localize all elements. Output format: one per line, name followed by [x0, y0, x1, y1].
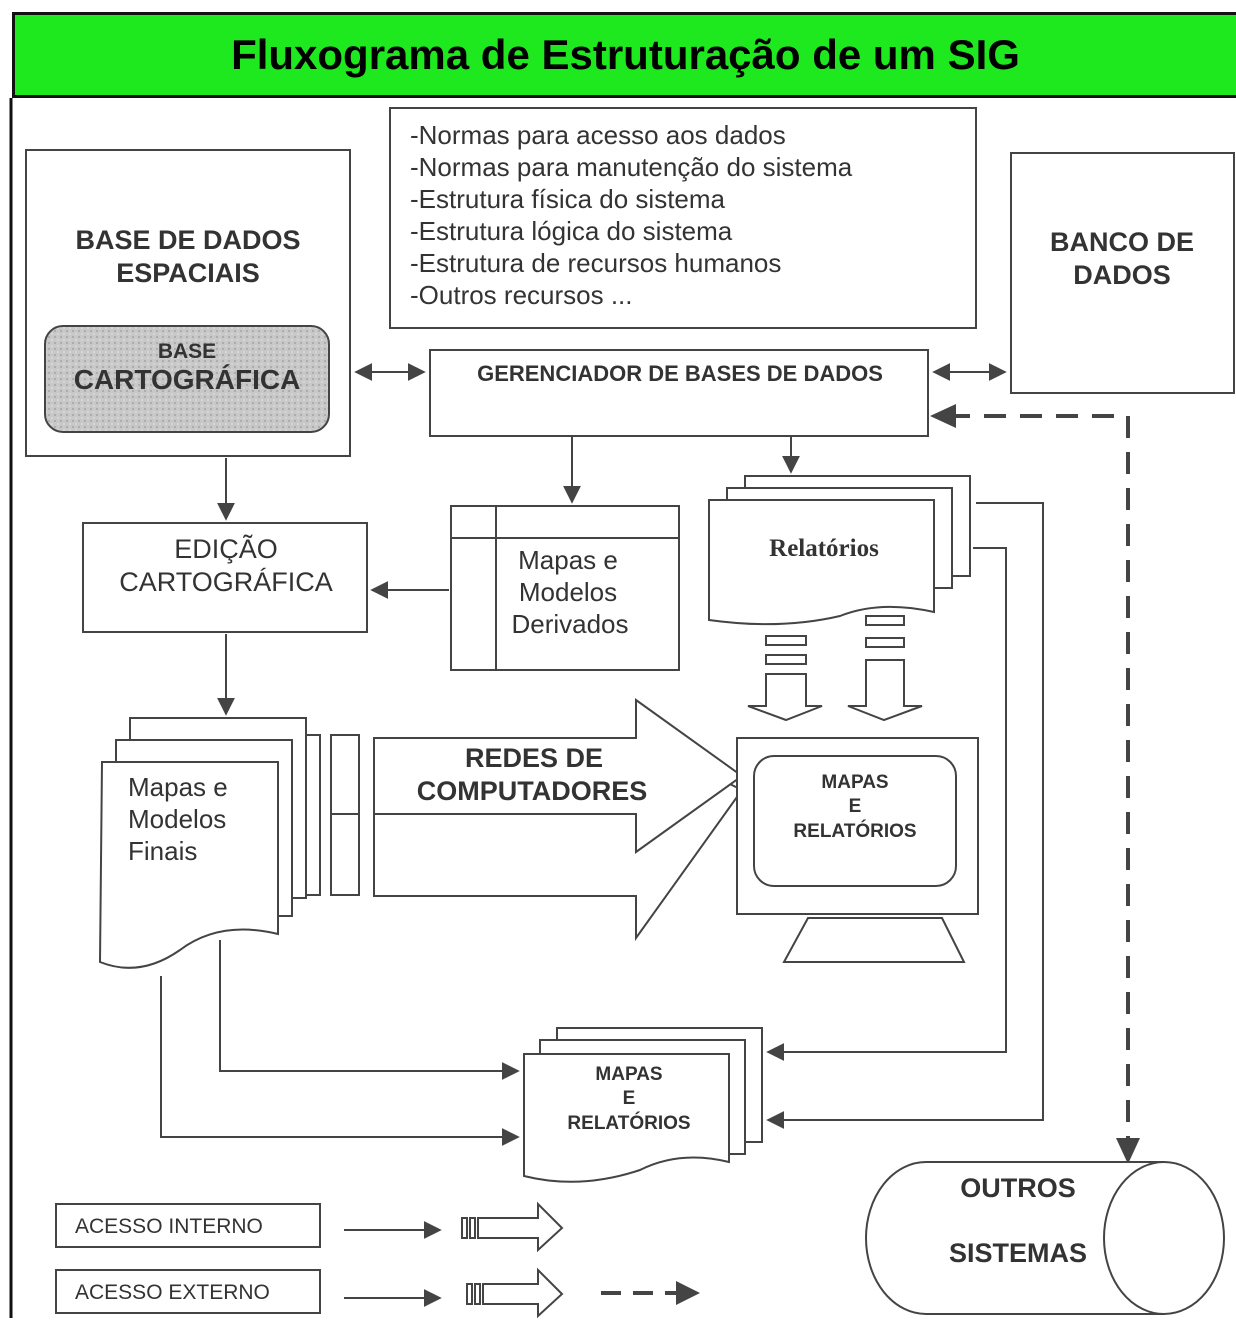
base-espaciais-label: BASE DE DADOS — [75, 225, 300, 255]
dashed-arrowhead-gerenciador — [930, 404, 956, 428]
mapas-relatorios-output-document: MAPAS E RELATÓRIOS — [523, 1027, 763, 1183]
finais-label: Finais — [128, 836, 197, 866]
edicao-label: CARTOGRÁFICA — [119, 567, 333, 597]
norm-line: -Outros recursos ... — [410, 280, 633, 310]
computer-monitor: MAPAS E RELATÓRIOS — [736, 737, 979, 963]
legend-interno-hollow-arrow — [461, 1201, 564, 1253]
norm-line: -Estrutura de recursos humanos — [410, 248, 781, 278]
norm-line: -Estrutura física do sistema — [410, 184, 726, 214]
monitor-label: MAPAS — [821, 772, 888, 793]
banco-dados-label: BANCO DE — [1050, 227, 1194, 257]
monitor-label: RELATÓRIOS — [793, 820, 916, 842]
base-dados-espaciais-box: BASE DE DADOS ESPACIAIS BASE CARTOGRÁFIC… — [25, 149, 351, 457]
outros-sistemas-cylinder: OUTROS SISTEMAS — [865, 1161, 1225, 1315]
finais-label: Mapas e — [128, 772, 228, 802]
page-title: Fluxograma de Estruturação de um SIG — [231, 31, 1020, 78]
mapas-derivados-box: Mapas e Modelos Derivados — [450, 505, 680, 671]
norm-line: -Normas para manutenção do sistema — [410, 152, 853, 182]
redes-label: COMPUTADORES — [417, 776, 648, 806]
monitor-label: E — [849, 796, 862, 817]
base-cartografica-label: BASE — [158, 340, 216, 363]
legend-interno-label: ACESSO INTERNO — [75, 1215, 263, 1238]
edicao-cartografica-box: EDIÇÃO CARTOGRÁFICA — [82, 522, 368, 633]
finais-to-output-arrow-2 — [160, 976, 520, 1146]
outros-sistemas-label: OUTROS — [960, 1173, 1076, 1203]
derivados-label: Derivados — [511, 609, 628, 639]
gerenciador-label: GERENCIADOR DE BASES DE DADOS — [477, 361, 883, 386]
legend-externo-box — [55, 1269, 321, 1314]
banco-dados-box: BANCO DE DADOS — [1010, 152, 1235, 394]
dashed-arrowhead-outros — [1116, 1138, 1140, 1164]
relatorios-document: Relatórios — [708, 475, 971, 626]
relatorios-label: Relatórios — [769, 535, 879, 562]
relatorios-hollow-arrow — [747, 635, 823, 722]
legend: ACESSO INTERNO ACESSO EXTERNO — [55, 1201, 700, 1319]
derivados-label: Modelos — [519, 577, 617, 607]
output-label: E — [623, 1088, 636, 1109]
finais-label: Modelos — [128, 804, 226, 834]
relatorios-to-output-arrow-2 — [766, 502, 1044, 1129]
norm-line: -Normas para acesso aos dados — [410, 120, 786, 150]
legend-dashed-arrowhead — [676, 1281, 700, 1305]
mapas-finais-document: Mapas e Modelos Finais — [98, 717, 360, 969]
relatorios-to-output-arrow — [766, 547, 1007, 1061]
finais-to-output-arrow — [219, 940, 520, 1080]
legend-externo-label: ACESSO EXTERNO — [75, 1281, 270, 1304]
legend-externo-hollow-arrow — [466, 1267, 564, 1319]
gerenciador-box: GERENCIADOR DE BASES DE DADOS — [429, 349, 929, 437]
redes-label: REDES DE — [465, 743, 603, 773]
derivados-label: Mapas e — [518, 545, 618, 575]
norm-line: -Estrutura lógica do sistema — [410, 216, 733, 246]
external-access-dashed-line — [936, 414, 1130, 1158]
norms-box: -Normas para acesso aos dados -Normas pa… — [389, 107, 977, 329]
title-banner: Fluxograma de Estruturação de um SIG — [12, 12, 1236, 98]
base-cartografica-label: CARTOGRÁFICA — [74, 364, 301, 395]
legend-interno-box — [55, 1203, 321, 1248]
outros-sistemas-label: SISTEMAS — [949, 1238, 1087, 1268]
edicao-label: EDIÇÃO — [174, 533, 278, 564]
base-cartografica-box — [44, 325, 330, 433]
output-label: MAPAS — [595, 1064, 662, 1085]
banco-dados-label: DADOS — [1073, 260, 1171, 290]
output-label: RELATÓRIOS — [567, 1112, 690, 1134]
base-espaciais-label: ESPACIAIS — [116, 258, 260, 288]
network-arrow-upper — [373, 698, 744, 854]
relatorios-hollow-arrow — [847, 615, 923, 722]
